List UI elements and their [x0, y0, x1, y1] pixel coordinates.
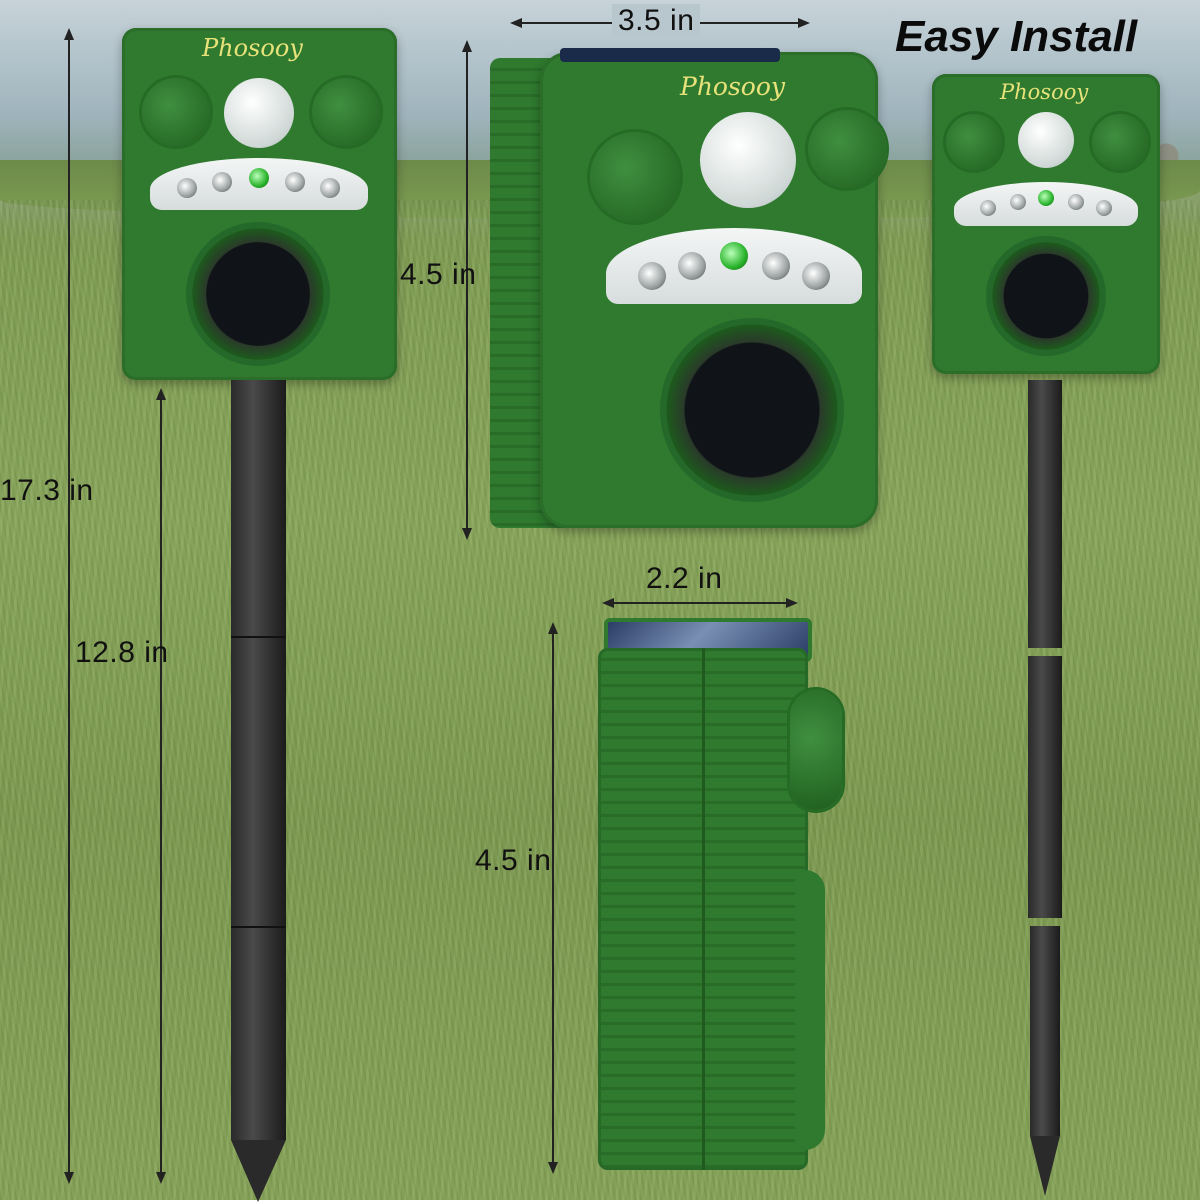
front-height-arrow-top	[462, 40, 472, 52]
right-device-motion-sensor	[1018, 112, 1074, 168]
left-device-led	[212, 172, 232, 192]
front-height-line	[466, 42, 468, 534]
left-device-led-green	[249, 168, 269, 188]
center-device-solar-panel	[560, 48, 780, 62]
right-stake-segment-middle	[1028, 656, 1062, 918]
left-device-motion-sensor	[224, 78, 294, 148]
right-device-speaker	[992, 242, 1100, 350]
right-device-led	[1096, 200, 1112, 216]
left-device-body: Phosooy	[122, 28, 397, 380]
front-width-label: 3.5 in	[612, 4, 701, 38]
right-device-led	[1068, 194, 1084, 210]
left-stake-joint	[231, 636, 286, 638]
front-height-label: 4.5 in	[400, 258, 477, 291]
right-device-brand: Phosooy	[1000, 80, 1089, 104]
left-stake-tip	[231, 1140, 286, 1202]
right-stake-segment-top	[1028, 380, 1062, 648]
center-device-motion-sensor	[700, 112, 796, 208]
center-device-body: Phosooy	[540, 48, 886, 528]
side-depth-line	[606, 602, 792, 604]
side-device-knob	[790, 690, 842, 810]
stake-height-arrow-top	[156, 388, 166, 400]
side-height-arrow-top	[548, 622, 558, 634]
left-device-knob-left	[142, 78, 210, 146]
left-device-led	[285, 172, 305, 192]
center-device-led	[638, 262, 666, 290]
side-depth-label: 2.2 in	[646, 562, 723, 595]
right-stake-segment-bottom	[1030, 926, 1060, 1136]
side-height-arrow-bottom	[548, 1162, 558, 1174]
total-height-arrow-bottom	[64, 1172, 74, 1184]
left-stake-joint	[231, 926, 286, 928]
left-stake-pole	[231, 380, 286, 1140]
right-device-knob-left	[946, 114, 1002, 170]
total-height-line	[68, 30, 70, 1178]
left-device-led	[320, 178, 340, 198]
side-depth-arrow-right	[786, 598, 798, 608]
side-device-bulge	[795, 870, 825, 1150]
front-width-arrow-left	[510, 18, 522, 28]
stake-height-arrow-bottom	[156, 1172, 166, 1184]
right-device-body: Phosooy	[932, 74, 1160, 374]
left-device-brand: Phosooy	[202, 34, 303, 62]
center-device-led	[678, 252, 706, 280]
total-height-label: 17.3 in	[0, 474, 94, 507]
stake-height-label: 12.8 in	[75, 636, 169, 669]
right-device-led	[980, 200, 996, 216]
left-device-knob-right	[312, 78, 380, 146]
side-depth-arrow-left	[602, 598, 614, 608]
right-device-led	[1010, 194, 1026, 210]
left-device-led	[177, 178, 197, 198]
side-height-label: 4.5 in	[475, 844, 552, 877]
side-height-line	[552, 624, 554, 1168]
center-device-led	[802, 262, 830, 290]
center-device-led	[762, 252, 790, 280]
center-device-brand: Phosooy	[680, 72, 786, 101]
center-device-speaker	[666, 324, 838, 496]
center-device-knob-right	[808, 110, 886, 188]
left-device-speaker	[192, 228, 324, 360]
right-device-led-green	[1038, 190, 1054, 206]
center-device-knob-left	[590, 132, 680, 222]
side-device-divider	[702, 648, 705, 1170]
right-device-knob-right	[1092, 114, 1148, 170]
center-device-led-green	[720, 242, 748, 270]
front-width-arrow-right	[798, 18, 810, 28]
right-stake-tip	[1030, 1136, 1060, 1196]
front-height-arrow-bottom	[462, 528, 472, 540]
stake-height-line	[160, 390, 162, 1178]
easy-install-title: Easy Install	[895, 12, 1138, 61]
total-height-arrow-top	[64, 28, 74, 40]
